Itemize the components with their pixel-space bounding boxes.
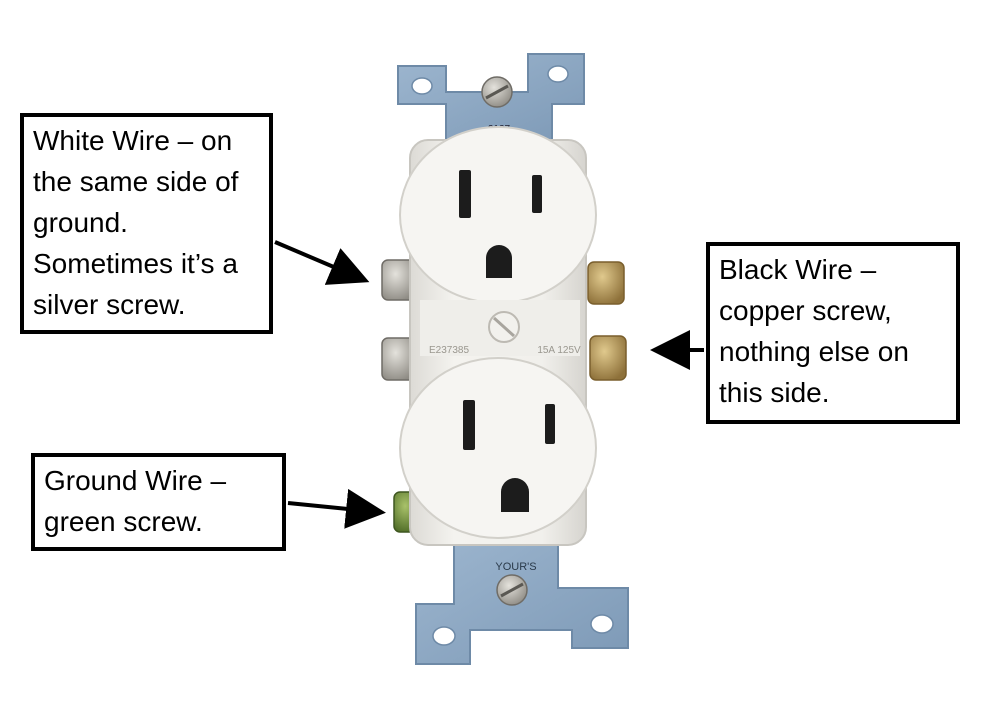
ground-hole-icon xyxy=(501,478,529,512)
callout-line: White Wire – on xyxy=(33,125,233,156)
mounting-hole xyxy=(590,614,614,634)
slot-icon xyxy=(545,404,555,444)
code-label: E237385 xyxy=(429,345,469,356)
callout-line: nothing else on xyxy=(719,336,909,367)
callout-line: Sometimes it’s a xyxy=(33,248,238,279)
ground-wire-callout: Ground Wire – green screw. xyxy=(31,453,286,551)
callout-line: Black Wire – xyxy=(719,254,877,285)
callout-line: green screw. xyxy=(44,506,203,537)
slot-icon xyxy=(459,170,471,218)
slot-icon xyxy=(463,400,475,450)
ground-wire-arrow xyxy=(287,488,386,529)
brand-label: YOUR'S xyxy=(495,561,536,573)
callout-arrows xyxy=(274,240,704,529)
white-wire-callout: White Wire – on the same side of ground.… xyxy=(20,113,273,334)
callout-line: ground. xyxy=(33,207,128,238)
brass-screw-icon xyxy=(589,335,627,381)
callout-line: copper screw, xyxy=(719,295,892,326)
brass-screw-icon xyxy=(587,261,625,305)
callout-line: silver screw. xyxy=(33,289,186,320)
ground-hole-icon xyxy=(486,245,512,278)
mounting-hole xyxy=(411,77,433,95)
lower-receptacle xyxy=(399,357,597,539)
callout-line: this side. xyxy=(719,377,830,408)
mounting-hole xyxy=(432,626,456,646)
callout-line: Ground Wire – xyxy=(44,465,227,496)
mounting-hole xyxy=(547,65,569,83)
white-wire-arrow xyxy=(274,240,370,285)
black-wire-callout: Black Wire – copper screw, nothing else … xyxy=(706,242,960,424)
outlet-body: E237385 15A 125V xyxy=(399,126,597,546)
bottom-mounting-strap: YOUR'S xyxy=(415,537,629,665)
callout-line: the same side of xyxy=(33,166,239,197)
rating-label: 15A 125V xyxy=(537,345,581,356)
slot-icon xyxy=(532,175,542,213)
